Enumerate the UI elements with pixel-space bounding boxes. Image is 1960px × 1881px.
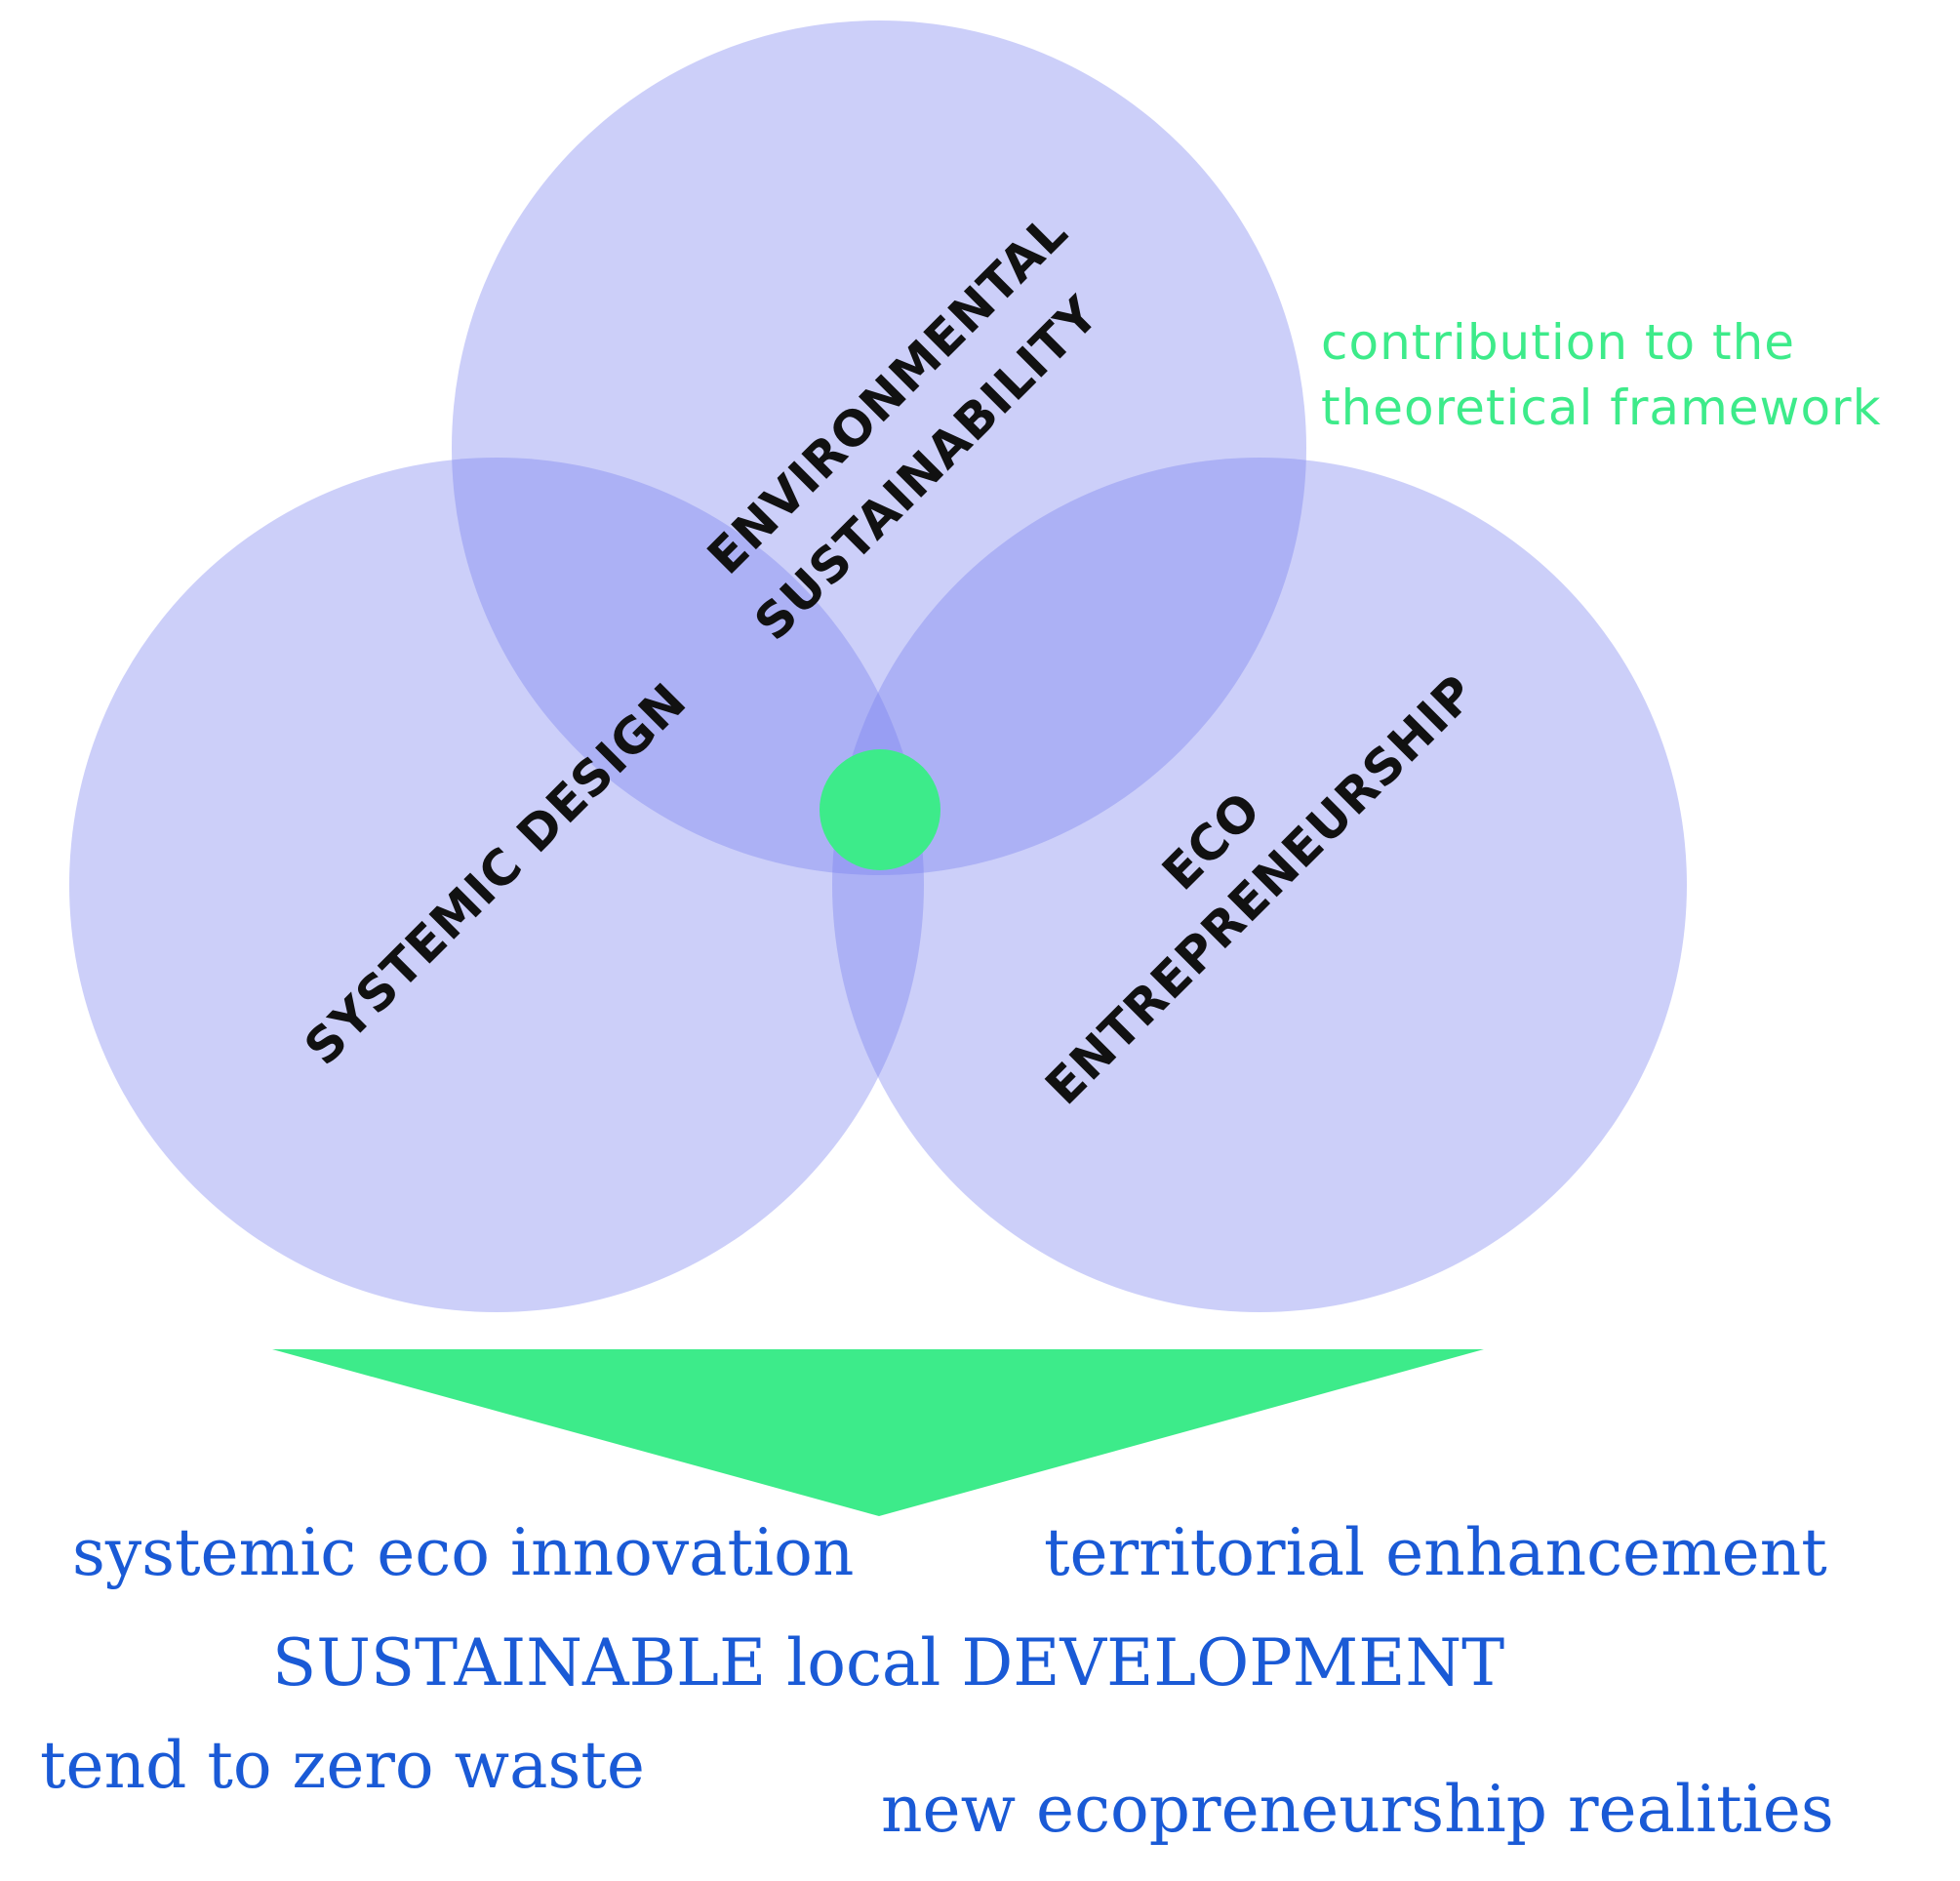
intersection-dot: [820, 749, 940, 870]
circle-systemic-design: [69, 458, 924, 1312]
circle-environmental-sustainability: [452, 20, 1306, 875]
funnel-arrow: [272, 1349, 1484, 1516]
outcomes: systemic eco innovation territorial enha…: [40, 1515, 1834, 1847]
outcome-sustainable-local-development: SUSTAINABLE local DEVELOPMENT: [272, 1625, 1504, 1701]
outcome-new-realities: new ecopreneurship realities: [881, 1772, 1834, 1847]
note-line-2: theoretical framework: [1321, 380, 1882, 436]
venn-circles: [69, 20, 1687, 1312]
circle-eco-entrepreneurship: [832, 458, 1687, 1312]
outcome-territorial-enhancement: territorial enhancement: [1044, 1515, 1827, 1590]
outcome-systemic-eco-innovation: systemic eco innovation: [72, 1515, 854, 1590]
note-line-1: contribution to the: [1321, 314, 1795, 371]
outcome-zero-waste: tend to zero waste: [40, 1728, 645, 1803]
